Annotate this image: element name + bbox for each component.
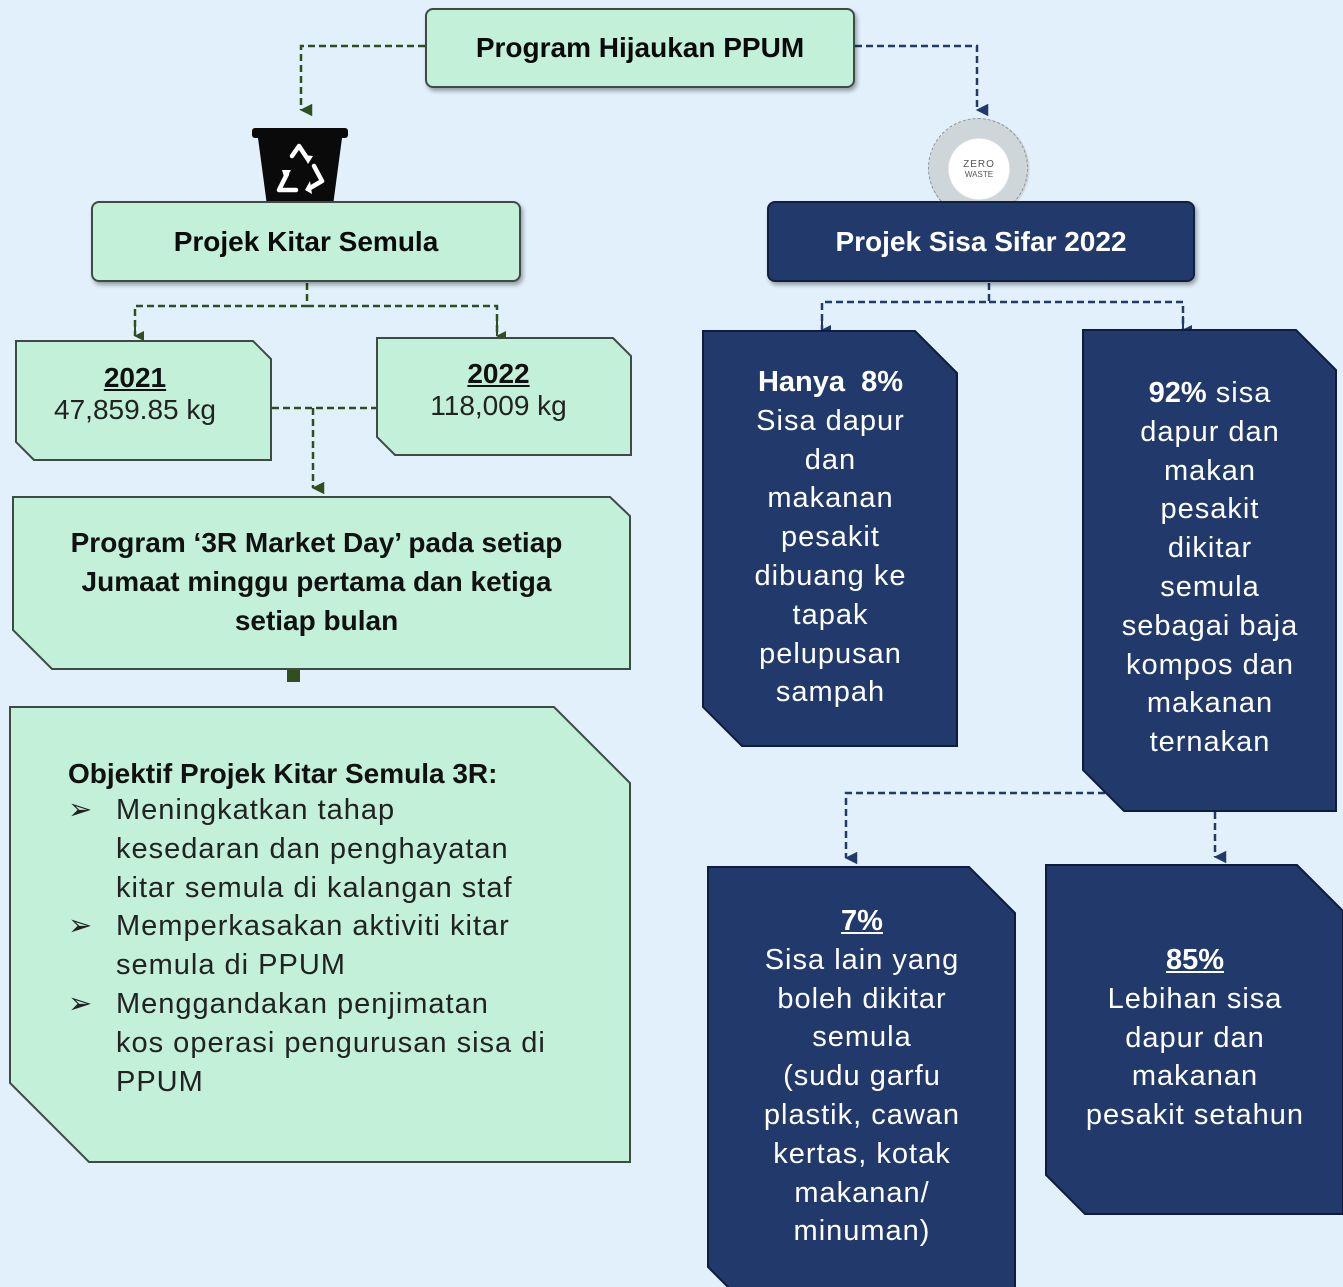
objective-card bbox=[9, 706, 631, 1163]
year-2021-card bbox=[15, 340, 272, 461]
market-day-text: Program ‘3R Market Day’ pada setiap Juma… bbox=[70, 527, 563, 636]
card-92-percent bbox=[1082, 329, 1337, 812]
card-8-text: Hanya 8% Sisa dapur dan makanan pesakit … bbox=[704, 363, 957, 712]
card-85-pct: 85% bbox=[1165, 944, 1225, 976]
year-2022-card bbox=[376, 337, 632, 456]
arrow-bullet-icon: ➢ bbox=[68, 987, 94, 1020]
card-92-pct: 92% bbox=[1148, 377, 1207, 409]
objective-list: ➢ Meningkatkan tahap kesedaran dan pengh… bbox=[20, 791, 608, 1101]
year-2021-label: 2021 bbox=[103, 362, 167, 393]
market-day-card bbox=[12, 496, 631, 670]
card-7-percent bbox=[707, 866, 1016, 1287]
objective-block: Objektif Projek Kitar Semula 3R: ➢ Menin… bbox=[68, 758, 608, 1101]
top-title-box: Program Hijaukan PPUM bbox=[425, 8, 855, 88]
year-2021-block: 2021 47,859.85 kg bbox=[15, 362, 255, 426]
arrow-top-to-sisa-sifar bbox=[855, 44, 989, 117]
arrow-bullet-icon: ➢ bbox=[68, 794, 94, 826]
arrow-sisa-to-cards bbox=[820, 283, 1185, 330]
card-85-percent bbox=[1045, 864, 1343, 1215]
year-2021-value: 47,859.85 kg bbox=[54, 394, 216, 425]
card-8-percent bbox=[702, 330, 958, 747]
objective-item: ➢ Menggandakan penjimatan kos operasi pe… bbox=[20, 985, 608, 1101]
card-92-text: 92% sisa dapur dan makan pesakit dikitar… bbox=[1121, 377, 1299, 759]
kitar-semula-box: Projek Kitar Semula bbox=[91, 201, 521, 282]
top-title: Program Hijaukan PPUM bbox=[475, 32, 805, 63]
year-2022-label: 2022 bbox=[467, 358, 530, 389]
objective-item: ➢ Meningkatkan tahap kesedaran dan pengh… bbox=[20, 791, 608, 907]
year-2022-block: 2022 118,009 kg bbox=[376, 358, 621, 422]
arrow-92-to-7 bbox=[844, 791, 1105, 865]
card-7-pct: 7% bbox=[841, 905, 883, 937]
card-8-pct: Hanya 8% bbox=[757, 366, 904, 398]
recycle-bin-icon bbox=[252, 128, 348, 213]
objective-heading: Objektif Projek Kitar Semula 3R: bbox=[68, 758, 498, 789]
arrow-bullet-icon: ➢ bbox=[68, 910, 94, 943]
year-2022-value: 118,009 kg bbox=[430, 390, 567, 421]
sisa-sifar-title: Projek Sisa Sifar 2022 bbox=[835, 225, 1127, 257]
card-85-text: 85% Lebihan sisa dapur dan makanan pesak… bbox=[1047, 941, 1343, 1135]
arrow-years-to-market bbox=[272, 406, 378, 488]
objective-item: ➢ Memperkasakan aktiviti kitar semula di… bbox=[20, 907, 608, 985]
arrow-kitar-to-years bbox=[133, 283, 499, 336]
arrow-top-to-recycle bbox=[299, 44, 425, 117]
card-7-text: 7% Sisa lain yang boleh dikitar semula (… bbox=[709, 902, 1015, 1251]
kitar-semula-title: Projek Kitar Semula bbox=[173, 225, 439, 257]
sisa-sifar-box: Projek Sisa Sifar 2022 bbox=[767, 201, 1195, 282]
